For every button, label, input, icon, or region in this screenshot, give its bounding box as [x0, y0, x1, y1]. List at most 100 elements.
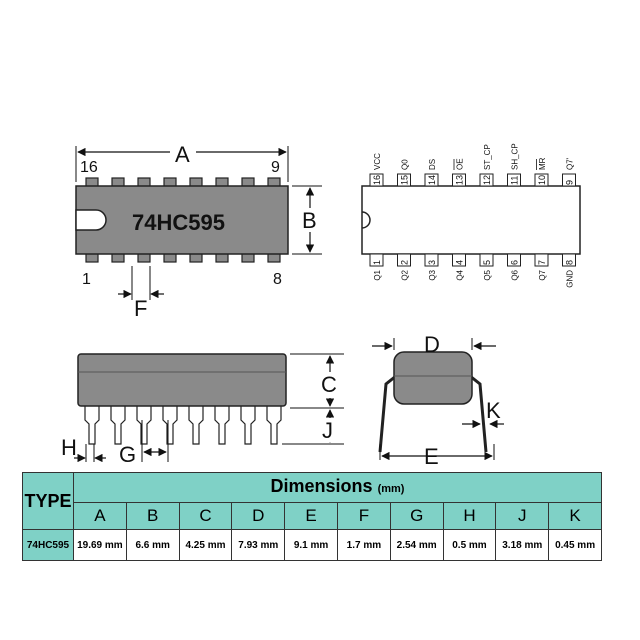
- pin-16-label: 16: [80, 159, 98, 176]
- pin-box: [507, 253, 521, 267]
- pin-name: Q7': [566, 157, 575, 170]
- schematic-pin-top: 15 Q0: [397, 159, 411, 187]
- side-view-lead: [214, 403, 230, 445]
- pin-box: [507, 173, 521, 187]
- part-cell: 74HC595: [22, 529, 74, 561]
- col-header: K: [548, 502, 602, 530]
- schematic-pin-bottom: 2Q2: [397, 253, 411, 281]
- top-view: 74HC595 A 16 9 B 1 8 F: [75, 141, 322, 321]
- value-cell: 6.6 mm: [125, 529, 180, 561]
- value-cell: 4.25 mm: [178, 529, 233, 561]
- side-view-body: [77, 353, 287, 407]
- dim-j-label-bg: [318, 418, 344, 442]
- pin-name: VCC: [373, 153, 382, 170]
- schematic-pin-bottom: 5Q5: [479, 253, 494, 281]
- pin-name: OE: [456, 158, 465, 170]
- dimensions-table: TYPE Dimensions (mm) A B C D E F G H J K…: [22, 472, 602, 561]
- schematic-pin-bottom: 4Q4: [452, 253, 466, 281]
- schematic-pin-bottom: 1Q1: [369, 253, 384, 281]
- value-cell: 0.45 mm: [548, 529, 602, 561]
- dim-h-label: H: [61, 435, 77, 460]
- pin-name: Q6: [511, 269, 520, 280]
- pin-name: Q4: [456, 269, 465, 280]
- pin-number: 7: [537, 260, 547, 265]
- table-letter-row: A B C D E F G H J K: [23, 502, 602, 530]
- pin-number: 11: [510, 176, 520, 185]
- pinout-schematic: 16VCC15Q014DS13OE12ST_CP11SH_CP10MR9Q7' …: [361, 143, 581, 288]
- pin-number: 14: [427, 175, 437, 185]
- value-cell: 9.1 mm: [284, 529, 338, 561]
- dim-b-label-bg: [300, 208, 320, 232]
- pin-name: Q2: [401, 269, 410, 280]
- pin-box: [397, 173, 411, 187]
- pin-number: 12: [482, 175, 492, 185]
- col-header: G: [389, 502, 444, 530]
- pin-number: 15: [400, 175, 410, 185]
- pin-box: [479, 173, 494, 187]
- schematic-pin-top: 9Q7': [562, 157, 576, 187]
- pin-box: [369, 253, 384, 267]
- pin-name: Q1: [373, 269, 382, 280]
- dim-b-label: B: [302, 208, 317, 233]
- end-view-lead-left: [378, 374, 397, 453]
- col-header: H: [442, 502, 497, 530]
- value-cell: 3.18 mm: [495, 529, 550, 561]
- pin-name: DS: [428, 159, 437, 170]
- pin-name: MR: [538, 157, 547, 170]
- pin-box: [424, 253, 439, 267]
- value-cell: 7.93 mm: [231, 529, 286, 561]
- dim-g-label: G: [119, 442, 136, 467]
- top-view-pins-upper: [85, 177, 281, 188]
- side-view-lead: [110, 403, 126, 445]
- pin-number: 1: [372, 260, 382, 265]
- pin-number: 16: [372, 175, 382, 185]
- pin-name: Q3: [428, 269, 437, 280]
- side-view: C J H G: [61, 353, 344, 467]
- dim-k-label: K: [486, 398, 501, 423]
- col-header: C: [178, 502, 233, 530]
- side-view-lead: [188, 403, 204, 445]
- schematic-body: [361, 185, 581, 255]
- pin-box: [534, 173, 549, 187]
- dim-a-label-bg: [170, 141, 196, 163]
- value-cell: 2.54 mm: [389, 529, 444, 561]
- pin-number: 6: [510, 260, 520, 265]
- side-view-lead: [162, 403, 178, 445]
- schematic-notch: [361, 211, 371, 229]
- value-cell: 1.7 mm: [336, 529, 391, 561]
- pin-name: Q0: [401, 159, 410, 170]
- side-view-leads: [84, 403, 282, 445]
- pin-name: Q7: [538, 269, 547, 280]
- schematic-pin-top: 16 VCC: [369, 153, 384, 187]
- pin-number: 3: [427, 260, 437, 265]
- col-header: F: [336, 502, 391, 530]
- value-cell: 0.5 mm: [442, 529, 497, 561]
- type-header: TYPE: [22, 472, 74, 530]
- schematic-pin-bottom: 7Q7: [534, 253, 549, 281]
- dim-f-label: F: [134, 296, 147, 321]
- pin-box: [562, 173, 576, 187]
- pin-name: Q5: [483, 269, 492, 280]
- value-cell: 19.69 mm: [73, 529, 127, 561]
- pin-number: 13: [455, 175, 465, 185]
- chip-name: 74HC595: [132, 210, 225, 235]
- pin-box: [452, 253, 466, 267]
- schematic-pin-top: 11 SH_CP: [507, 143, 521, 187]
- col-header: J: [495, 502, 550, 530]
- side-view-lead: [136, 403, 152, 445]
- dimensions-unit: (mm): [377, 483, 405, 495]
- dim-a-label: A: [175, 142, 190, 167]
- dim-c-label: C: [321, 372, 337, 397]
- table-row: 74HC595 19.69 mm 6.6 mm 4.25 mm 7.93 mm …: [22, 529, 602, 561]
- col-header: A: [73, 502, 127, 530]
- dim-c-label-bg: [318, 372, 344, 398]
- pin-9-label: 9: [271, 159, 280, 176]
- dim-e-label: E: [424, 444, 439, 469]
- pin-name: SH_CP: [511, 143, 520, 170]
- dimensions-title: Dimensions: [270, 476, 373, 496]
